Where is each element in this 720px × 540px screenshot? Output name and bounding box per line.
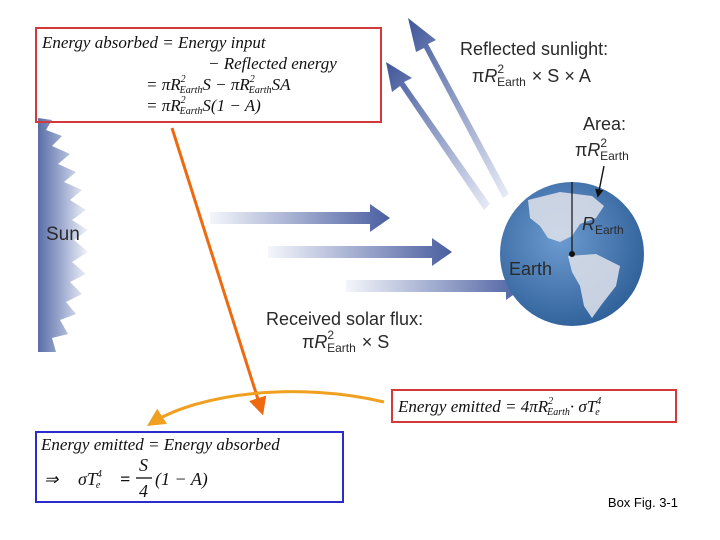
absorbed-energy-box: Energy absorbed = Energy input − Reflect… <box>35 27 382 123</box>
balance-line-1: Energy emitted = Energy absorbed <box>40 435 280 454</box>
area-pointer-arrow <box>595 165 605 198</box>
sun-shape <box>38 118 88 352</box>
balance-numerator: S <box>139 455 148 475</box>
emitted-box-border <box>391 389 677 423</box>
received-title: Received solar flux: <box>266 309 423 329</box>
reflected-arrow-outer <box>408 18 509 198</box>
sun: Sun <box>38 118 88 352</box>
balance-box-border <box>35 431 344 503</box>
absorbed-line-2: − Reflected energy <box>208 54 337 73</box>
balance-equals: = <box>120 469 130 489</box>
reflected-title: Reflected sunlight: <box>460 39 608 59</box>
area-title: Area: <box>583 114 626 134</box>
absorbed-to-balance-arrow <box>170 127 267 416</box>
incoming-arrow-bottom <box>346 272 526 300</box>
balance-implies: ⇒ <box>44 470 59 489</box>
absorbed-box-border <box>35 27 382 123</box>
incoming-arrow-middle <box>268 238 452 266</box>
incoming-arrow-top <box>210 204 390 232</box>
absorbed-line-1: Energy absorbed = Energy input <box>41 33 267 52</box>
earth-label: Earth <box>509 259 552 279</box>
sun-label: Sun <box>46 224 80 245</box>
earth: Earth REarth <box>500 182 644 326</box>
reflected-arrows <box>386 18 509 210</box>
emitted-to-balance-arrow <box>146 390 385 426</box>
earth-land-north <box>528 192 604 242</box>
earth-land-south <box>568 254 620 318</box>
balance-tail: (1 − A) <box>155 469 208 490</box>
reflected-arrow-inner <box>386 62 490 210</box>
incoming-arrows <box>210 204 526 300</box>
figure-caption: Box Fig. 3-1 <box>607 495 678 510</box>
earth-radius-label: REarth <box>582 214 624 237</box>
balance-denominator: 4 <box>139 481 148 501</box>
